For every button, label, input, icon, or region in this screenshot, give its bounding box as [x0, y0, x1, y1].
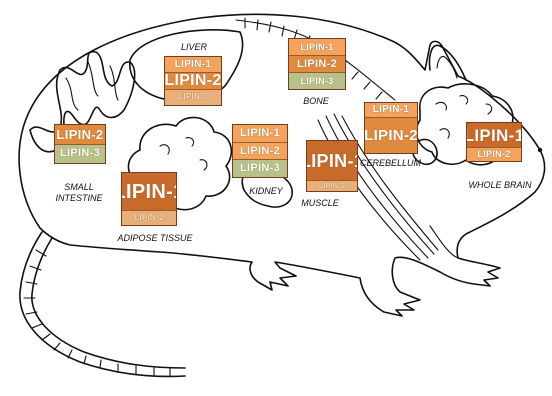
lipin-label: LIPIN-3: [233, 159, 287, 177]
lipin-label: LIPIN-1: [307, 141, 357, 180]
whole-brain-lipin-box: LIPIN-1 LIPIN-2: [466, 122, 522, 162]
bone-label: BONE: [298, 96, 334, 106]
rat-nose: [538, 148, 542, 152]
lipin-label: LIPIN-2: [122, 210, 176, 225]
lipin-label: LIPIN-2: [233, 142, 287, 160]
lipin-label: LIPIN-1: [289, 39, 345, 55]
lipin-label: LIPIN-3: [55, 144, 105, 164]
lipin-label: LIPIN-1: [165, 57, 221, 72]
rat-tail: [20, 232, 185, 376]
lipin-label: LIPIN-2: [165, 72, 221, 88]
cerebellum-lipin-box: LIPIN-1 LIPIN-2: [364, 102, 418, 154]
lipin-label: LIPIN-3: [165, 89, 221, 105]
lipin-label: LIPIN-1: [467, 123, 521, 147]
lipin-label: LIPIN-3: [289, 72, 345, 89]
muscle-label: MUSCLE: [300, 198, 340, 208]
adipose-lipin-box: LIPIN-1 LIPIN-2: [121, 172, 177, 226]
small-intestine-lipin-box: LIPIN-2 LIPIN-3: [54, 124, 106, 164]
kidney-label: KIDNEY: [246, 186, 286, 196]
liver-lipin-box: LIPIN-1 LIPIN-2 LIPIN-3: [164, 56, 222, 106]
small-intestine-label-line2: INTESTINE: [50, 193, 108, 203]
liver-label: LIVER: [174, 42, 214, 52]
rat-tail-rings: [24, 250, 170, 376]
lipin-label: LIPIN-2: [467, 147, 521, 161]
lipin-label: LIPIN-1: [233, 125, 287, 142]
small-intestine-folds: [66, 62, 118, 110]
adipose-label: ADIPOSE TISSUE: [112, 233, 198, 243]
lipin-label: LIPIN-1: [122, 173, 176, 210]
lipin-label: LIPIN-2: [365, 117, 417, 153]
lipin-label: LIPIN-2: [55, 125, 105, 144]
lipin-label: LIPIN-2: [289, 55, 345, 72]
kidney-lipin-box: LIPIN-1 LIPIN-2 LIPIN-3: [232, 124, 288, 178]
small-intestine-label-line1: SMALL: [56, 182, 102, 192]
muscle-lipin-box: LIPIN-1 LIPIN-2: [306, 140, 358, 192]
bone-lipin-box: LIPIN-1 LIPIN-2 LIPIN-3: [288, 38, 346, 90]
whole-brain-label: WHOLE BRAIN: [466, 180, 534, 190]
cerebellum-label: CEREBELLUM: [360, 158, 418, 168]
lipin-label: LIPIN-1: [365, 103, 417, 117]
rat-ear: [429, 45, 466, 80]
lipin-label: LIPIN-2: [307, 180, 357, 191]
front-leg: [430, 226, 458, 258]
